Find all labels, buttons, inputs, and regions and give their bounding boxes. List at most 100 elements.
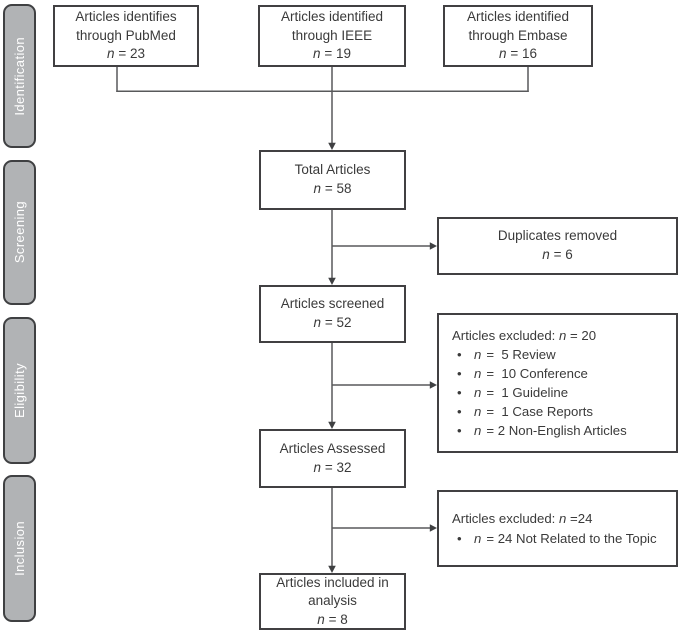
bullet-label: = 10 Conference [486, 365, 588, 381]
count-line: n = 23 [107, 45, 145, 64]
box-line: Duplicates removed [497, 228, 618, 244]
screened-to-assessed-connector [328, 343, 336, 429]
source-box-ieee: Articles identified through IEEE n = 19 [258, 5, 406, 67]
stage-screening: Screening [3, 160, 36, 305]
bullet-marker: • [457, 385, 462, 400]
branch-excluded-screening-connector [332, 381, 437, 389]
total-to-screened-connector [328, 210, 336, 285]
n-value: = 32 [324, 459, 352, 475]
stage-label: Identification [12, 36, 27, 116]
n-value: =24 [570, 511, 593, 527]
n-symbol: n [559, 511, 567, 527]
n-symbol: n [313, 46, 321, 62]
bullet-label: = 2 Non-English Articles [486, 423, 627, 439]
n-value: = 6 [553, 247, 573, 262]
flow-box-articles-assessed: Articles Assessed n = 32 [259, 429, 406, 488]
count-line: n = 19 [313, 45, 351, 64]
box-line: Articles included in [276, 574, 389, 590]
arrow-right-icon [429, 524, 437, 532]
arrow-down-icon [328, 421, 336, 429]
n-symbol: n [474, 404, 482, 420]
stage-label: Eligibility [12, 363, 27, 418]
box-line: Articles identified [280, 9, 384, 25]
arrow-right-icon [429, 381, 437, 389]
flow-box-total-articles: Total Articles n = 58 [259, 150, 406, 210]
source-box-pubmed: Articles identifies through PubMed n = 2… [53, 5, 199, 67]
n-value: = 52 [324, 315, 352, 330]
arrow-down-icon [328, 142, 336, 150]
arrow-down-icon [328, 565, 336, 573]
box-line: Articles screened [280, 296, 385, 312]
count-line: n = 32 [314, 459, 352, 478]
n-symbol: n [317, 611, 325, 627]
n-symbol: n [499, 46, 507, 62]
n-symbol: n [559, 327, 567, 343]
box-line: Articles identified [466, 9, 570, 25]
branch-excluded-eligibility-connector [332, 524, 437, 532]
n-symbol: n [542, 247, 550, 262]
n-symbol: n [474, 423, 482, 439]
arrow-right-icon [429, 242, 437, 250]
stage-label: Screening [12, 201, 27, 264]
flow-box-articles-screened: Articles screened n = 52 [259, 285, 406, 343]
bullet-label: = 24 Not Related to the Topic [486, 530, 657, 546]
box-line: Total Articles [294, 162, 371, 178]
stage-eligibility: Eligibility [3, 317, 36, 464]
n-symbol: n [313, 181, 322, 196]
excluded-heading: Articles excluded: n =24 [452, 509, 592, 528]
excluded-bullet: • n= 1 Case Reports [452, 402, 593, 421]
count-line: n = 16 [499, 45, 537, 64]
flow-box-articles-included: Articles included in analysis n = 8 [259, 573, 406, 630]
bullet-marker: • [457, 530, 462, 546]
branch-duplicates-connector [332, 242, 437, 250]
excluded-bullet: • n= 10 Conference [452, 364, 588, 383]
source-box-embase: Articles identified through Embase n = 1… [443, 5, 593, 67]
bullet-label: = 1 Case Reports [486, 404, 593, 420]
box-line: Articles Assessed [279, 440, 386, 456]
n-value: = 16 [510, 46, 537, 62]
bullet-marker: • [457, 423, 462, 439]
n-symbol: n [474, 365, 482, 381]
count-line: n = 6 [542, 246, 572, 265]
box-articles-excluded-screening: Articles excluded: n = 20 • n= 5 Review … [437, 313, 678, 453]
box-duplicates-removed: Duplicates removed n = 6 [437, 217, 678, 275]
box-line: through IEEE [291, 27, 373, 43]
top-merge-connector [116, 66, 529, 150]
bullet-marker: • [457, 404, 462, 420]
heading-text: Articles excluded: [452, 511, 556, 527]
box-line: through Embase [468, 27, 568, 43]
box-articles-excluded-eligibility: Articles excluded: n =24 • n= 24 Not Rel… [437, 490, 678, 567]
box-line: Articles identifies [75, 9, 177, 25]
n-symbol: n [474, 346, 482, 362]
bullet-marker: • [457, 346, 462, 362]
excluded-bullet: • n= 2 Non-English Articles [452, 421, 627, 440]
bullet-marker: • [457, 365, 462, 381]
stage-label: Inclusion [12, 521, 27, 576]
excluded-bullet: • n= 24 Not Related to the Topic [452, 529, 657, 548]
count-line: n = 58 [314, 180, 352, 199]
bullet-label: = 1 Guideline [486, 385, 569, 400]
box-line: through PubMed [76, 27, 176, 43]
n-symbol: n [474, 385, 482, 400]
n-value: = 58 [324, 181, 352, 196]
n-value: = 8 [328, 611, 348, 627]
excluded-bullet: • n= 5 Review [452, 345, 556, 364]
n-symbol: n [474, 530, 482, 546]
n-symbol: n [313, 315, 322, 330]
excluded-heading: Articles excluded: n = 20 [452, 326, 596, 345]
stage-identification: Identification [3, 4, 36, 148]
bullet-label: = 5 Review [486, 346, 556, 362]
stage-inclusion: Inclusion [3, 475, 36, 622]
arrow-down-icon [328, 277, 336, 285]
box-line: analysis [308, 593, 357, 609]
count-line: n = 52 [314, 314, 352, 333]
n-value: = 20 [570, 327, 597, 343]
count-line: n = 8 [317, 611, 347, 630]
heading-text: Articles excluded: [452, 327, 556, 343]
excluded-bullet: • n = 1 Guideline [452, 383, 568, 402]
n-value: = 23 [118, 46, 145, 62]
n-value: = 19 [324, 46, 351, 62]
n-symbol: n [313, 459, 322, 475]
n-symbol: n [107, 46, 115, 62]
